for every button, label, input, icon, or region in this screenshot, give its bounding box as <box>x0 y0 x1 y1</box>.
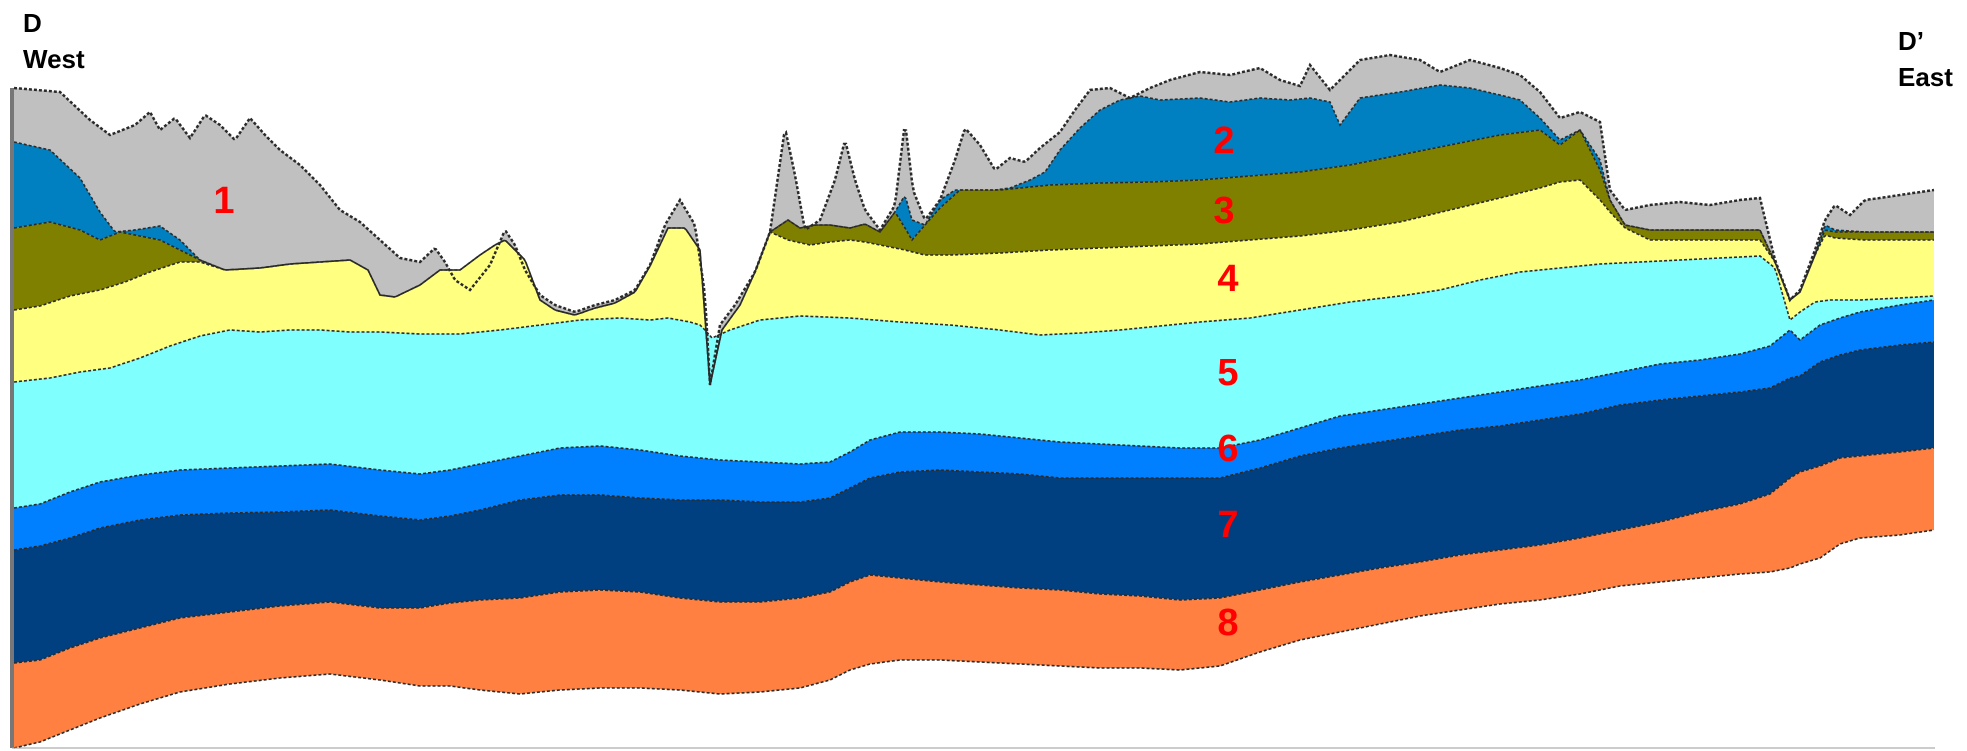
boundary-line-3 <box>13 179 1934 386</box>
layer-7-label: 7 <box>1217 504 1238 546</box>
layer-4-fill <box>14 180 1934 385</box>
boundaries-group <box>13 53 1935 749</box>
labels-group: 1 2 3 4 5 6 7 8 <box>213 120 1238 644</box>
east-label: East <box>1898 62 1953 92</box>
west-letter: D <box>23 8 42 38</box>
boundary-line-8 <box>13 529 1935 749</box>
layer-5-label: 5 <box>1217 352 1238 394</box>
layer-6-label: 6 <box>1217 428 1238 470</box>
layer-8-label: 8 <box>1217 602 1238 644</box>
boundary-line-6 <box>13 341 1935 551</box>
boundary-line-7 <box>13 447 1935 664</box>
west-label: West <box>23 44 85 74</box>
layers-group <box>14 55 1934 748</box>
boundary-line-5 <box>13 299 1935 509</box>
layer-6-fill <box>14 300 1934 550</box>
layer-3-fill <box>14 130 1934 385</box>
layer-7-fill <box>14 342 1934 663</box>
layer-1-label: 1 <box>213 180 234 222</box>
boundary-line-0 <box>13 53 1935 386</box>
layer-8-fill <box>14 448 1934 748</box>
layer-4-label: 4 <box>1217 258 1238 300</box>
east-letter: D’ <box>1898 26 1924 56</box>
layer-3-label: 3 <box>1213 190 1234 232</box>
layer-2-label: 2 <box>1213 120 1234 162</box>
boundary-line-4 <box>13 255 1935 383</box>
boundary-line-1 <box>13 84 1934 386</box>
layer-5-fill <box>14 256 1934 508</box>
